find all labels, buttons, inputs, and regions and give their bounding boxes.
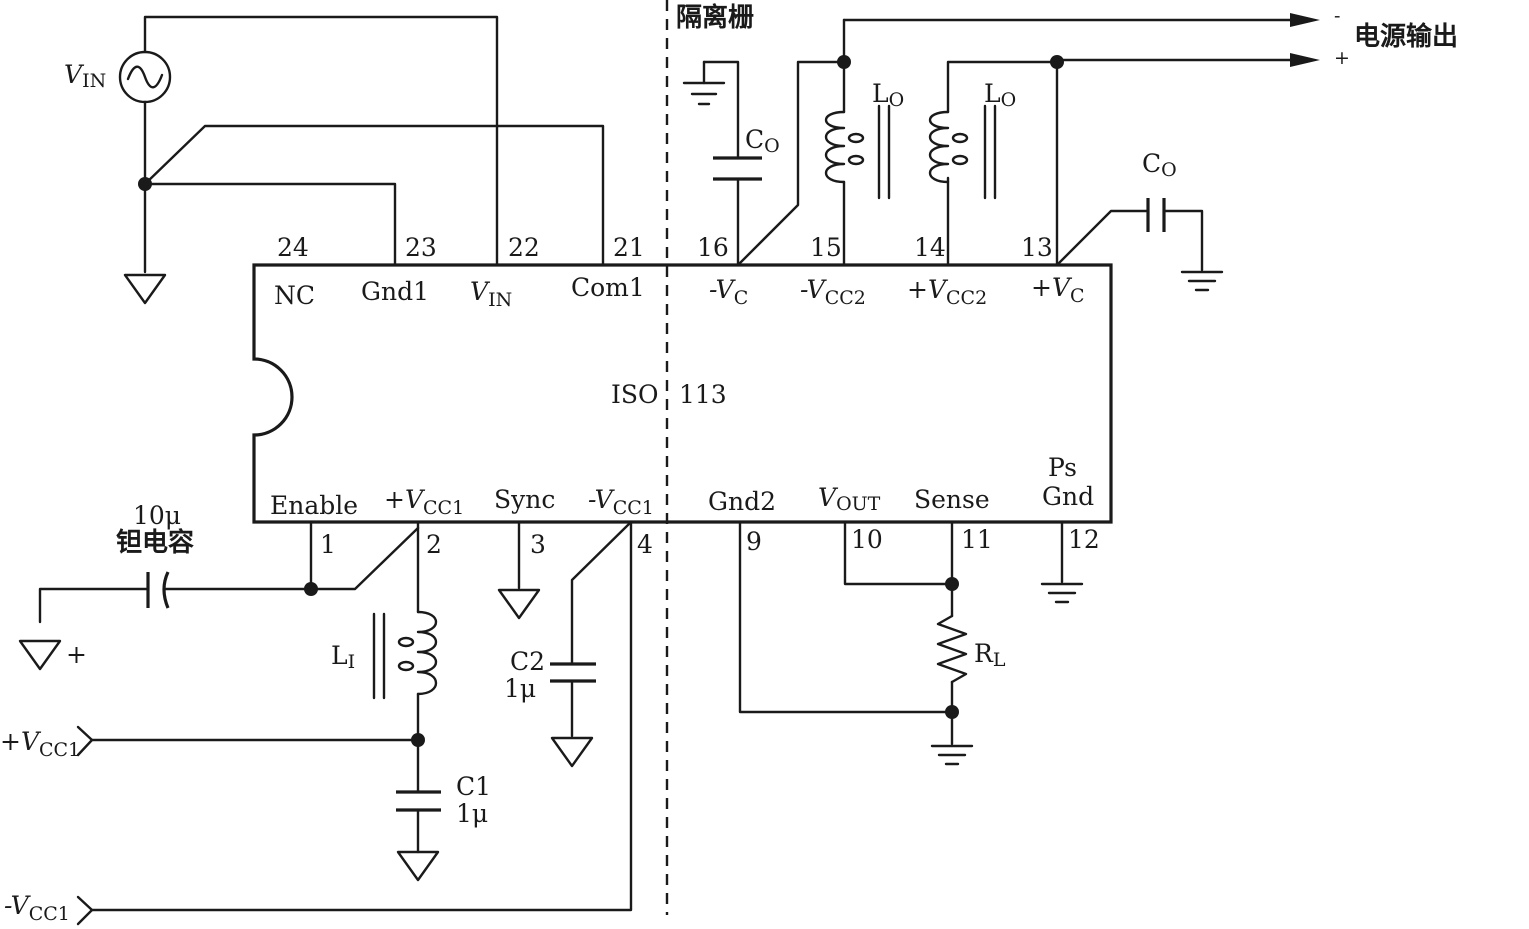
li-label: LI xyxy=(331,641,355,673)
c1-name: C1 xyxy=(456,772,491,801)
c2-name: C2 xyxy=(510,647,545,676)
ground-symbol-input xyxy=(123,273,167,305)
ground-symbol-load xyxy=(930,744,974,766)
pin-3-number: 3 xyxy=(530,530,546,559)
pin-3-label: Sync xyxy=(494,485,555,514)
c1-value: 1μ xyxy=(456,799,488,828)
ground-symbol-tantalum xyxy=(18,639,62,671)
load-network xyxy=(738,520,1064,746)
lo-15-label: LO xyxy=(872,79,904,111)
pin-4-label: -VCC1 xyxy=(588,485,654,519)
pin-23-number: 23 xyxy=(405,233,437,262)
co-left-label: CO xyxy=(745,125,780,157)
pin-24-number: 24 xyxy=(277,233,309,262)
pin-24-label: NC xyxy=(274,281,315,310)
ground-symbol-c1 xyxy=(396,850,440,882)
c2-network xyxy=(76,520,633,926)
pin-22-label: VIN xyxy=(470,277,512,311)
pin-2-label: +VCC1 xyxy=(384,485,464,519)
power-output-plus: + xyxy=(1334,47,1350,69)
pin-1-label: Enable xyxy=(270,491,358,520)
pin-14-label: +VCC2 xyxy=(907,275,987,309)
pin-9-number: 9 xyxy=(746,527,762,556)
vin-source-label: VIN xyxy=(64,60,106,92)
pin-15-number: 15 xyxy=(810,233,842,262)
vcc1-minus-label: -VCC1 xyxy=(4,891,70,925)
pin-16-label: -VC xyxy=(709,275,748,309)
pin-1-number: 1 xyxy=(320,530,336,559)
pin-11-number: 11 xyxy=(961,525,993,554)
tantalum-cap-desc: 钽电容 xyxy=(116,527,194,558)
ground-symbol-co-right xyxy=(1180,270,1224,292)
pin-4-number: 4 xyxy=(637,530,653,559)
pin-21-label: Com1 xyxy=(571,273,645,302)
pin-12-label-bottom: Gnd xyxy=(1042,482,1094,511)
power-output-minus: - xyxy=(1334,5,1340,27)
chip-name: ISO xyxy=(611,380,659,409)
power-output-label: 电源输出 xyxy=(1354,21,1458,52)
pin-11-label: Sense xyxy=(914,485,990,514)
output-wiring xyxy=(736,13,1320,272)
pin-23-label: Gnd1 xyxy=(361,277,429,306)
rl-label: RL xyxy=(974,639,1006,671)
pin-2-number: 2 xyxy=(426,530,442,559)
ground-symbol-c2 xyxy=(550,736,594,768)
barrier-label: 隔离栅 xyxy=(676,2,754,33)
ground-symbol-psgnd xyxy=(1040,582,1084,604)
pin-9-label: Gnd2 xyxy=(708,487,776,516)
pin-10-label: VOUT xyxy=(818,483,881,515)
pin-14-number: 14 xyxy=(914,233,946,262)
pin-21-number: 21 xyxy=(613,233,645,262)
ground-symbol-sync xyxy=(497,588,541,620)
vin-source-wiring xyxy=(118,15,605,274)
tantalum-cap-polarity: + xyxy=(66,640,87,669)
chip-number: 113 xyxy=(679,380,727,409)
ic-iso113-body xyxy=(252,263,1113,524)
co-left-capacitor xyxy=(682,60,762,267)
pin-10-number: 10 xyxy=(851,525,883,554)
lo-14-label: LO xyxy=(984,79,1016,111)
tantalum-cap-value: 10μ xyxy=(133,501,181,530)
pin-16-number: 16 xyxy=(697,233,729,262)
input-supply-network xyxy=(38,520,441,854)
pin-22-number: 22 xyxy=(508,233,540,262)
c2-value: 1μ xyxy=(504,674,536,703)
pin-12-label-top: Ps xyxy=(1048,453,1077,482)
pin-12-number: 12 xyxy=(1068,525,1100,554)
pin-15-label: -VCC2 xyxy=(800,275,866,309)
pin-13-number: 13 xyxy=(1021,233,1053,262)
vcc1-plus-label: +VCC1 xyxy=(0,727,80,761)
pin-13-label: +VC xyxy=(1031,273,1085,307)
co-right-label: CO xyxy=(1142,149,1177,181)
